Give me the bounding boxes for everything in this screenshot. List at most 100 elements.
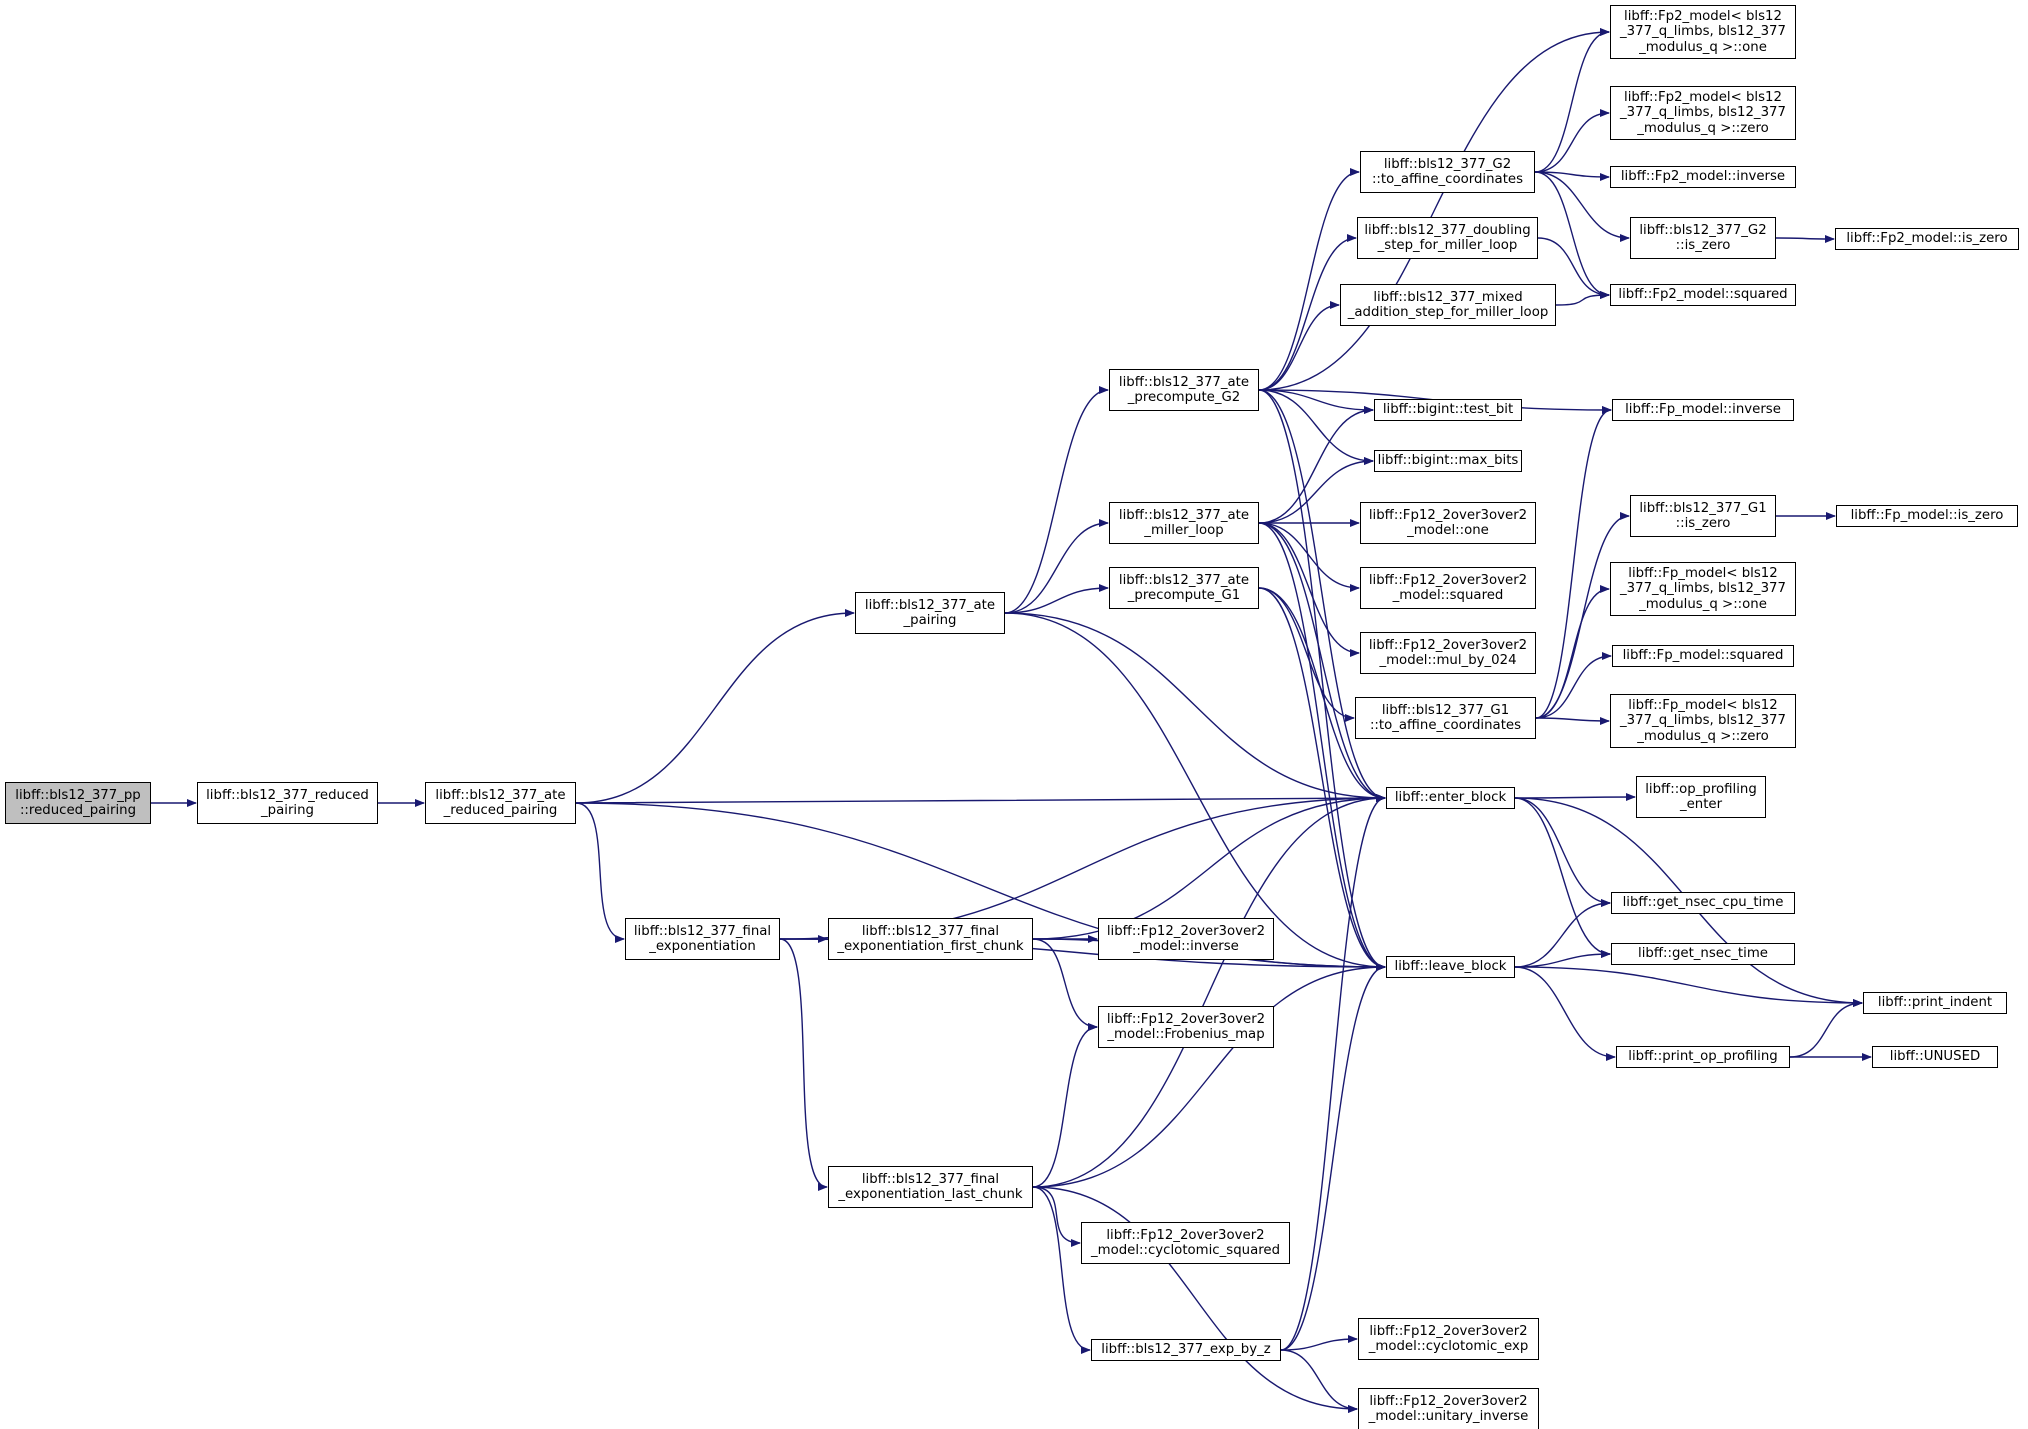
node-print-op-prof[interactable]: libff::print_op_profiling xyxy=(1616,1046,1790,1068)
edge-mixed-add-to-fp2-squared xyxy=(1555,291,1610,306)
edge-last-chunk-to-enter-block xyxy=(1032,794,1386,1188)
node-doubling-step[interactable]: libff::bls12_377_doubling_step_for_mille… xyxy=(1357,217,1538,259)
edge-precompute-G1-to-leave-block xyxy=(1258,587,1386,971)
node-fp2-squared[interactable]: libff::Fp2_model::squared xyxy=(1610,284,1796,306)
node-label-line: libff::Fp12_2over3over2 xyxy=(1106,923,1266,939)
node-label-line: libff::Fp_model::squared xyxy=(1622,648,1784,664)
node-final-exp[interactable]: libff::bls12_377_final_exponentiation xyxy=(625,918,780,960)
node-label-line: libff::enter_block xyxy=(1394,790,1507,806)
node-label-line: libff::bls12_377_ate xyxy=(864,597,996,613)
node-fp2-is-zero[interactable]: libff::Fp2_model::is_zero xyxy=(1835,228,2019,250)
edge-first-chunk-to-fp12-frob xyxy=(1032,938,1098,1031)
node-label-line: libff::Fp12_2over3over2 xyxy=(1369,1393,1528,1409)
node-fp2-inverse[interactable]: libff::Fp2_model::inverse xyxy=(1610,166,1796,188)
node-label-line: libff::bls12_377_G1 xyxy=(1639,500,1767,516)
node-ate-reduced-pairing[interactable]: libff::bls12_377_ate_reduced_pairing xyxy=(425,782,576,824)
edge-ate-reduced-pairing-to-ate-pairing xyxy=(575,609,855,804)
node-label-line: libff::Fp_model::inverse xyxy=(1625,402,1781,418)
edge-exp-by-z-to-fp12-cyc-exp xyxy=(1280,1335,1358,1351)
node-leave-block[interactable]: libff::leave_block xyxy=(1386,956,1515,978)
edge-precompute-G2-to-mixed-add xyxy=(1258,301,1340,391)
node-label-line: libff::op_profiling xyxy=(1645,781,1757,797)
node-fp-inverse[interactable]: libff::Fp_model::inverse xyxy=(1612,399,1794,421)
edge-enter-block-to-nsec-cpu xyxy=(1514,797,1611,907)
node-label-line: _377_q_limbs, bls12_377 xyxy=(1620,581,1786,597)
node-label-line: _modulus_q >::one xyxy=(1639,596,1767,612)
node-label-line: libff::bls12_377_ate xyxy=(435,787,566,803)
node-precompute-G2[interactable]: libff::bls12_377_ate_precompute_G2 xyxy=(1109,369,1259,411)
edge-G2-affine-to-fp2-zero xyxy=(1534,109,1610,173)
node-G2-is-zero[interactable]: libff::bls12_377_G2::is_zero xyxy=(1630,217,1776,259)
node-mixed-add[interactable]: libff::bls12_377_mixed_addition_step_for… xyxy=(1340,284,1556,326)
node-fp2-zero[interactable]: libff::Fp2_model< bls12_377_q_limbs, bls… xyxy=(1610,86,1796,140)
node-label-line: _model::cyclotomic_exp xyxy=(1368,1339,1529,1354)
node-fp12-one[interactable]: libff::Fp12_2over3over2_model::one xyxy=(1360,502,1536,544)
edge-precompute-G2-to-leave-block xyxy=(1258,389,1386,971)
node-nsec-time[interactable]: libff::get_nsec_time xyxy=(1611,943,1795,965)
node-fp-is-zero[interactable]: libff::Fp_model::is_zero xyxy=(1836,505,2018,527)
node-fp12-cyc-exp[interactable]: libff::Fp12_2over3over2_model::cyclotomi… xyxy=(1358,1318,1539,1360)
node-nsec-cpu[interactable]: libff::get_nsec_cpu_time xyxy=(1611,892,1795,914)
node-fp2-one[interactable]: libff::Fp2_model< bls12_377_q_limbs, bls… xyxy=(1610,5,1796,59)
node-fp-zero[interactable]: libff::Fp_model< bls12_377_q_limbs, bls1… xyxy=(1610,694,1796,748)
node-label-line: libff::get_nsec_cpu_time xyxy=(1622,895,1784,911)
node-fp12-inverse[interactable]: libff::Fp12_2over3over2_model::inverse xyxy=(1098,918,1274,960)
node-G1-affine[interactable]: libff::bls12_377_G1::to_affine_coordinat… xyxy=(1355,697,1536,739)
node-label-line: _modulus_q >::zero xyxy=(1637,728,1769,744)
node-fp12-cyc-sq[interactable]: libff::Fp12_2over3over2_model::cyclotomi… xyxy=(1081,1222,1290,1264)
node-reduced-pairing[interactable]: libff::bls12_377_reduced_pairing xyxy=(197,782,378,824)
edge-precompute-G2-to-test-bit xyxy=(1258,389,1374,414)
node-label-line: _model::cyclotomic_squared xyxy=(1090,1243,1281,1258)
node-label-line: _model::Frobenius_map xyxy=(1107,1027,1265,1042)
edge-miller-loop-to-test-bit xyxy=(1258,406,1374,524)
edge-ate-pairing-to-leave-block xyxy=(1004,612,1386,971)
node-print-indent[interactable]: libff::print_indent xyxy=(1863,992,2007,1014)
edge-G2-affine-to-fp2-inverse xyxy=(1534,171,1610,181)
edge-precompute-G2-to-G2-affine xyxy=(1258,168,1360,391)
node-miller-loop[interactable]: libff::bls12_377_ate_miller_loop xyxy=(1109,502,1259,544)
edge-miller-loop-to-enter-block xyxy=(1258,522,1386,802)
node-label-line: libff::bls12_377_ate xyxy=(1118,572,1250,588)
node-fp12-mul024[interactable]: libff::Fp12_2over3over2_model::mul_by_02… xyxy=(1360,632,1536,674)
node-precompute-G1[interactable]: libff::bls12_377_ate_precompute_G1 xyxy=(1109,567,1259,609)
node-first-chunk[interactable]: libff::bls12_377_final_exponentiation_fi… xyxy=(828,918,1033,960)
node-unused[interactable]: libff::UNUSED xyxy=(1872,1046,1998,1068)
node-test-bit[interactable]: libff::bigint::test_bit xyxy=(1374,399,1522,421)
node-fp-one[interactable]: libff::Fp_model< bls12_377_q_limbs, bls1… xyxy=(1610,562,1796,616)
node-label-line: libff::Fp12_2over3over2 xyxy=(1368,637,1528,653)
node-label-line: ::is_zero xyxy=(1675,238,1731,253)
node-label-line: _model::one xyxy=(1407,523,1489,538)
node-fp-squared[interactable]: libff::Fp_model::squared xyxy=(1612,645,1794,667)
node-label-line: libff::Fp12_2over3over2 xyxy=(1106,1011,1266,1027)
edge-precompute-G2-to-max-bits xyxy=(1258,389,1374,465)
edge-last-chunk-to-exp-by-z xyxy=(1032,1186,1091,1354)
edge-ate-pairing-to-enter-block xyxy=(1004,612,1386,802)
edge-ate-reduced-pairing-to-enter-block xyxy=(575,794,1386,804)
node-label-line: libff::bls12_377_reduced xyxy=(206,787,369,803)
node-label-line: libff::get_nsec_time xyxy=(1638,946,1768,962)
node-label-line: _exponentiation_last_chunk xyxy=(838,1187,1023,1202)
node-max-bits[interactable]: libff::bigint::max_bits xyxy=(1374,450,1522,472)
edge-final-exp-to-last-chunk xyxy=(779,938,828,1191)
edge-miller-loop-to-max-bits xyxy=(1258,457,1374,524)
node-G1-is-zero[interactable]: libff::bls12_377_G1::is_zero xyxy=(1630,495,1776,537)
edge-G2-affine-to-G2-is-zero xyxy=(1534,171,1630,242)
node-ate-pairing[interactable]: libff::bls12_377_ate_pairing xyxy=(855,592,1005,634)
node-label-line: _modulus_q >::zero xyxy=(1637,120,1769,136)
node-label-line: _addition_step_for_miller_loop xyxy=(1347,305,1549,320)
node-G2-affine[interactable]: libff::bls12_377_G2::to_affine_coordinat… xyxy=(1360,151,1535,193)
node-label-line: libff::Fp_model< bls12 xyxy=(1628,565,1778,581)
node-op-prof-enter[interactable]: libff::op_profiling_enter xyxy=(1636,776,1766,818)
node-exp-by-z[interactable]: libff::bls12_377_exp_by_z xyxy=(1091,1339,1281,1361)
node-fp12-unitary[interactable]: libff::Fp12_2over3over2_model::unitary_i… xyxy=(1358,1388,1539,1429)
node-fp12-frob[interactable]: libff::Fp12_2over3over2_model::Frobenius… xyxy=(1098,1006,1274,1048)
edge-leave-block-to-print-indent xyxy=(1514,966,1863,1007)
node-enter-block[interactable]: libff::enter_block xyxy=(1386,787,1515,809)
node-fp12-squared[interactable]: libff::Fp12_2over3over2_model::squared xyxy=(1360,567,1536,609)
node-last-chunk[interactable]: libff::bls12_377_final_exponentiation_la… xyxy=(828,1166,1033,1208)
node-label-line: libff::Fp_model::is_zero xyxy=(1850,508,2004,524)
node-label-line: _reduced_pairing xyxy=(443,803,558,818)
node-label-line: libff::bls12_377_G2 xyxy=(1383,156,1512,172)
node-label-line: libff::leave_block xyxy=(1394,959,1507,975)
